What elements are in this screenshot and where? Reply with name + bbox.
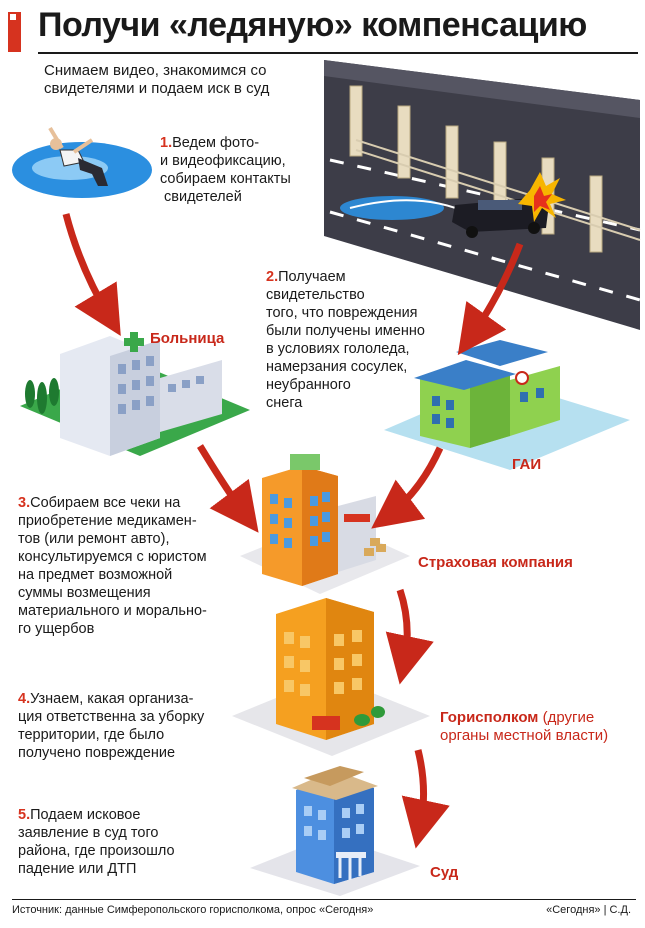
insurance-label: Страховая компания (418, 554, 573, 571)
step-5-text: Подаем исковое заявление в суд того райо… (18, 807, 175, 877)
title-accent-square (10, 14, 16, 20)
step-4-number: 4. (18, 691, 31, 707)
page-subtitle: Снимаем видео, знакомимся со свидетелями… (44, 62, 270, 97)
council-label-main: Горисполком (440, 709, 539, 726)
step-2-text: Получаем свидетельство того, что поврежд… (266, 269, 425, 411)
hospital-label: Больница (150, 330, 225, 347)
gai-label: ГАИ (512, 456, 542, 473)
step-3-number: 3. (18, 495, 31, 511)
council-label: Горисполком (другие органы местной власт… (440, 709, 608, 745)
step-3: 3.Собираем все чеки на приобретение меди… (18, 494, 258, 638)
court-label: Суд (430, 864, 459, 881)
step-1: 1.Ведем фото- и видеофиксацию, собираем … (160, 134, 310, 206)
page-title: Получи «ледяную» компенсацию (38, 6, 587, 44)
footer-credit: «Сегодня» | С.Д. (546, 904, 631, 916)
step-2: 2.Получаем свидетельство того, что повре… (266, 268, 466, 412)
arrow-council-to-court (401, 749, 450, 849)
step-5: 5.Подаем исковое заявление в суд того ра… (18, 806, 238, 878)
step-1-number: 1. (160, 135, 173, 151)
footer-rule (12, 899, 636, 900)
arrow-ice-to-hospital (62, 213, 121, 337)
step-5-number: 5. (18, 807, 31, 823)
arrow-gai-to-insurance (371, 446, 444, 529)
title-rule (38, 52, 638, 54)
arrow-hospital-to-insurance (197, 444, 259, 533)
council-label-extra: (другие органы местной власти) (440, 709, 609, 744)
footer-source: Источник: данные Симферопольского горисп… (12, 904, 374, 916)
arrow-road-to-gai (457, 242, 524, 356)
step-3-text: Собираем все чеки на приобретение медика… (18, 495, 207, 637)
step-4-text: Узнаем, какая организа- ция ответственна… (18, 691, 205, 761)
step-4: 4.Узнаем, какая организа- ция ответствен… (18, 690, 258, 762)
step-1-text: Ведем фото- и видеофиксацию, собираем ко… (160, 135, 291, 205)
arrow-insurance-to-council (385, 588, 434, 685)
title-accent-bar (8, 12, 21, 52)
step-2-number: 2. (266, 269, 279, 285)
